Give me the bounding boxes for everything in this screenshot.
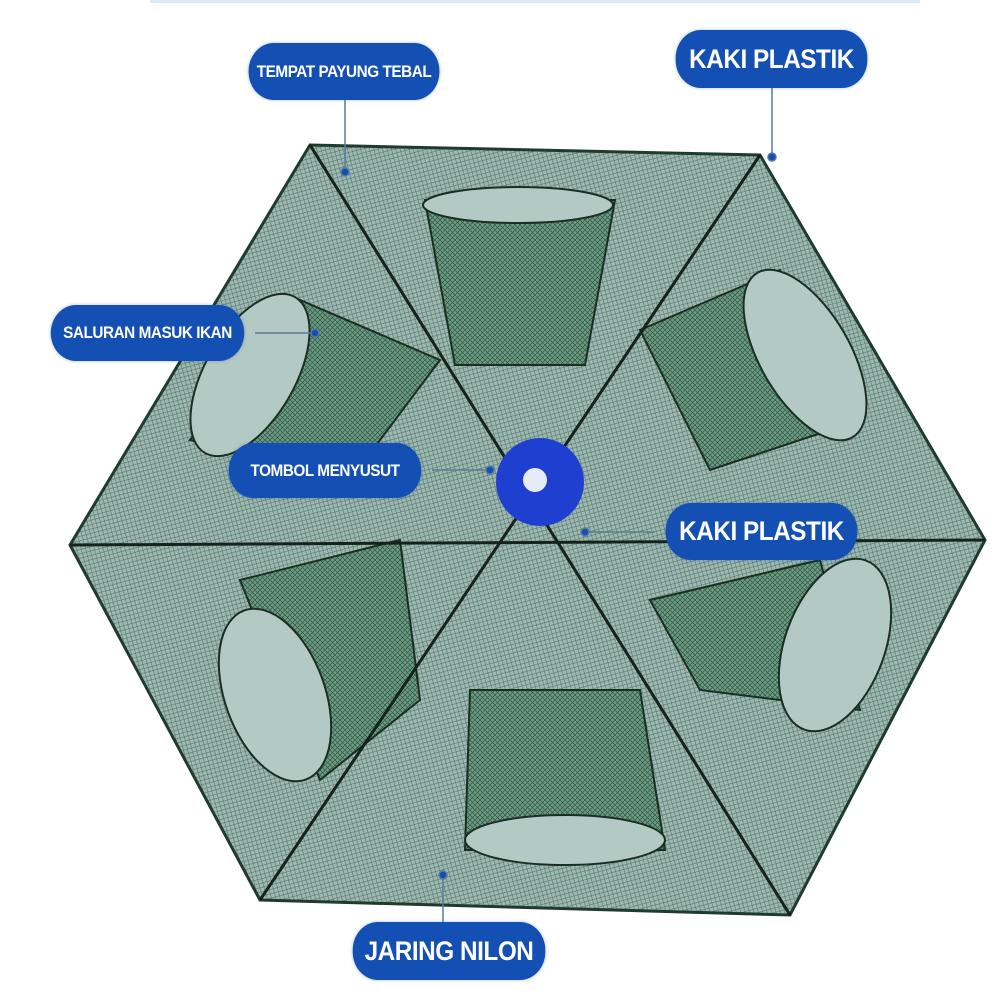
label-plastic-leg-top: KAKI PLASTIK — [675, 30, 868, 88]
label-shrink-button: TOMBOL MENYUSUT — [228, 443, 422, 498]
label-fish-entrance: SALURAN MASUK IKAN — [50, 305, 245, 361]
label-plastic-leg-center: KAKI PLASTIK — [665, 503, 858, 560]
funnel-chambers — [188, 186, 893, 866]
label-nylon-net: JARING NILON — [352, 922, 546, 980]
center-hub — [496, 438, 584, 526]
label-umbrella-seat: TEMPAT PAYUNG TEBAL — [248, 43, 440, 100]
top-divider — [150, 0, 920, 3]
leader-lines — [255, 88, 777, 922]
